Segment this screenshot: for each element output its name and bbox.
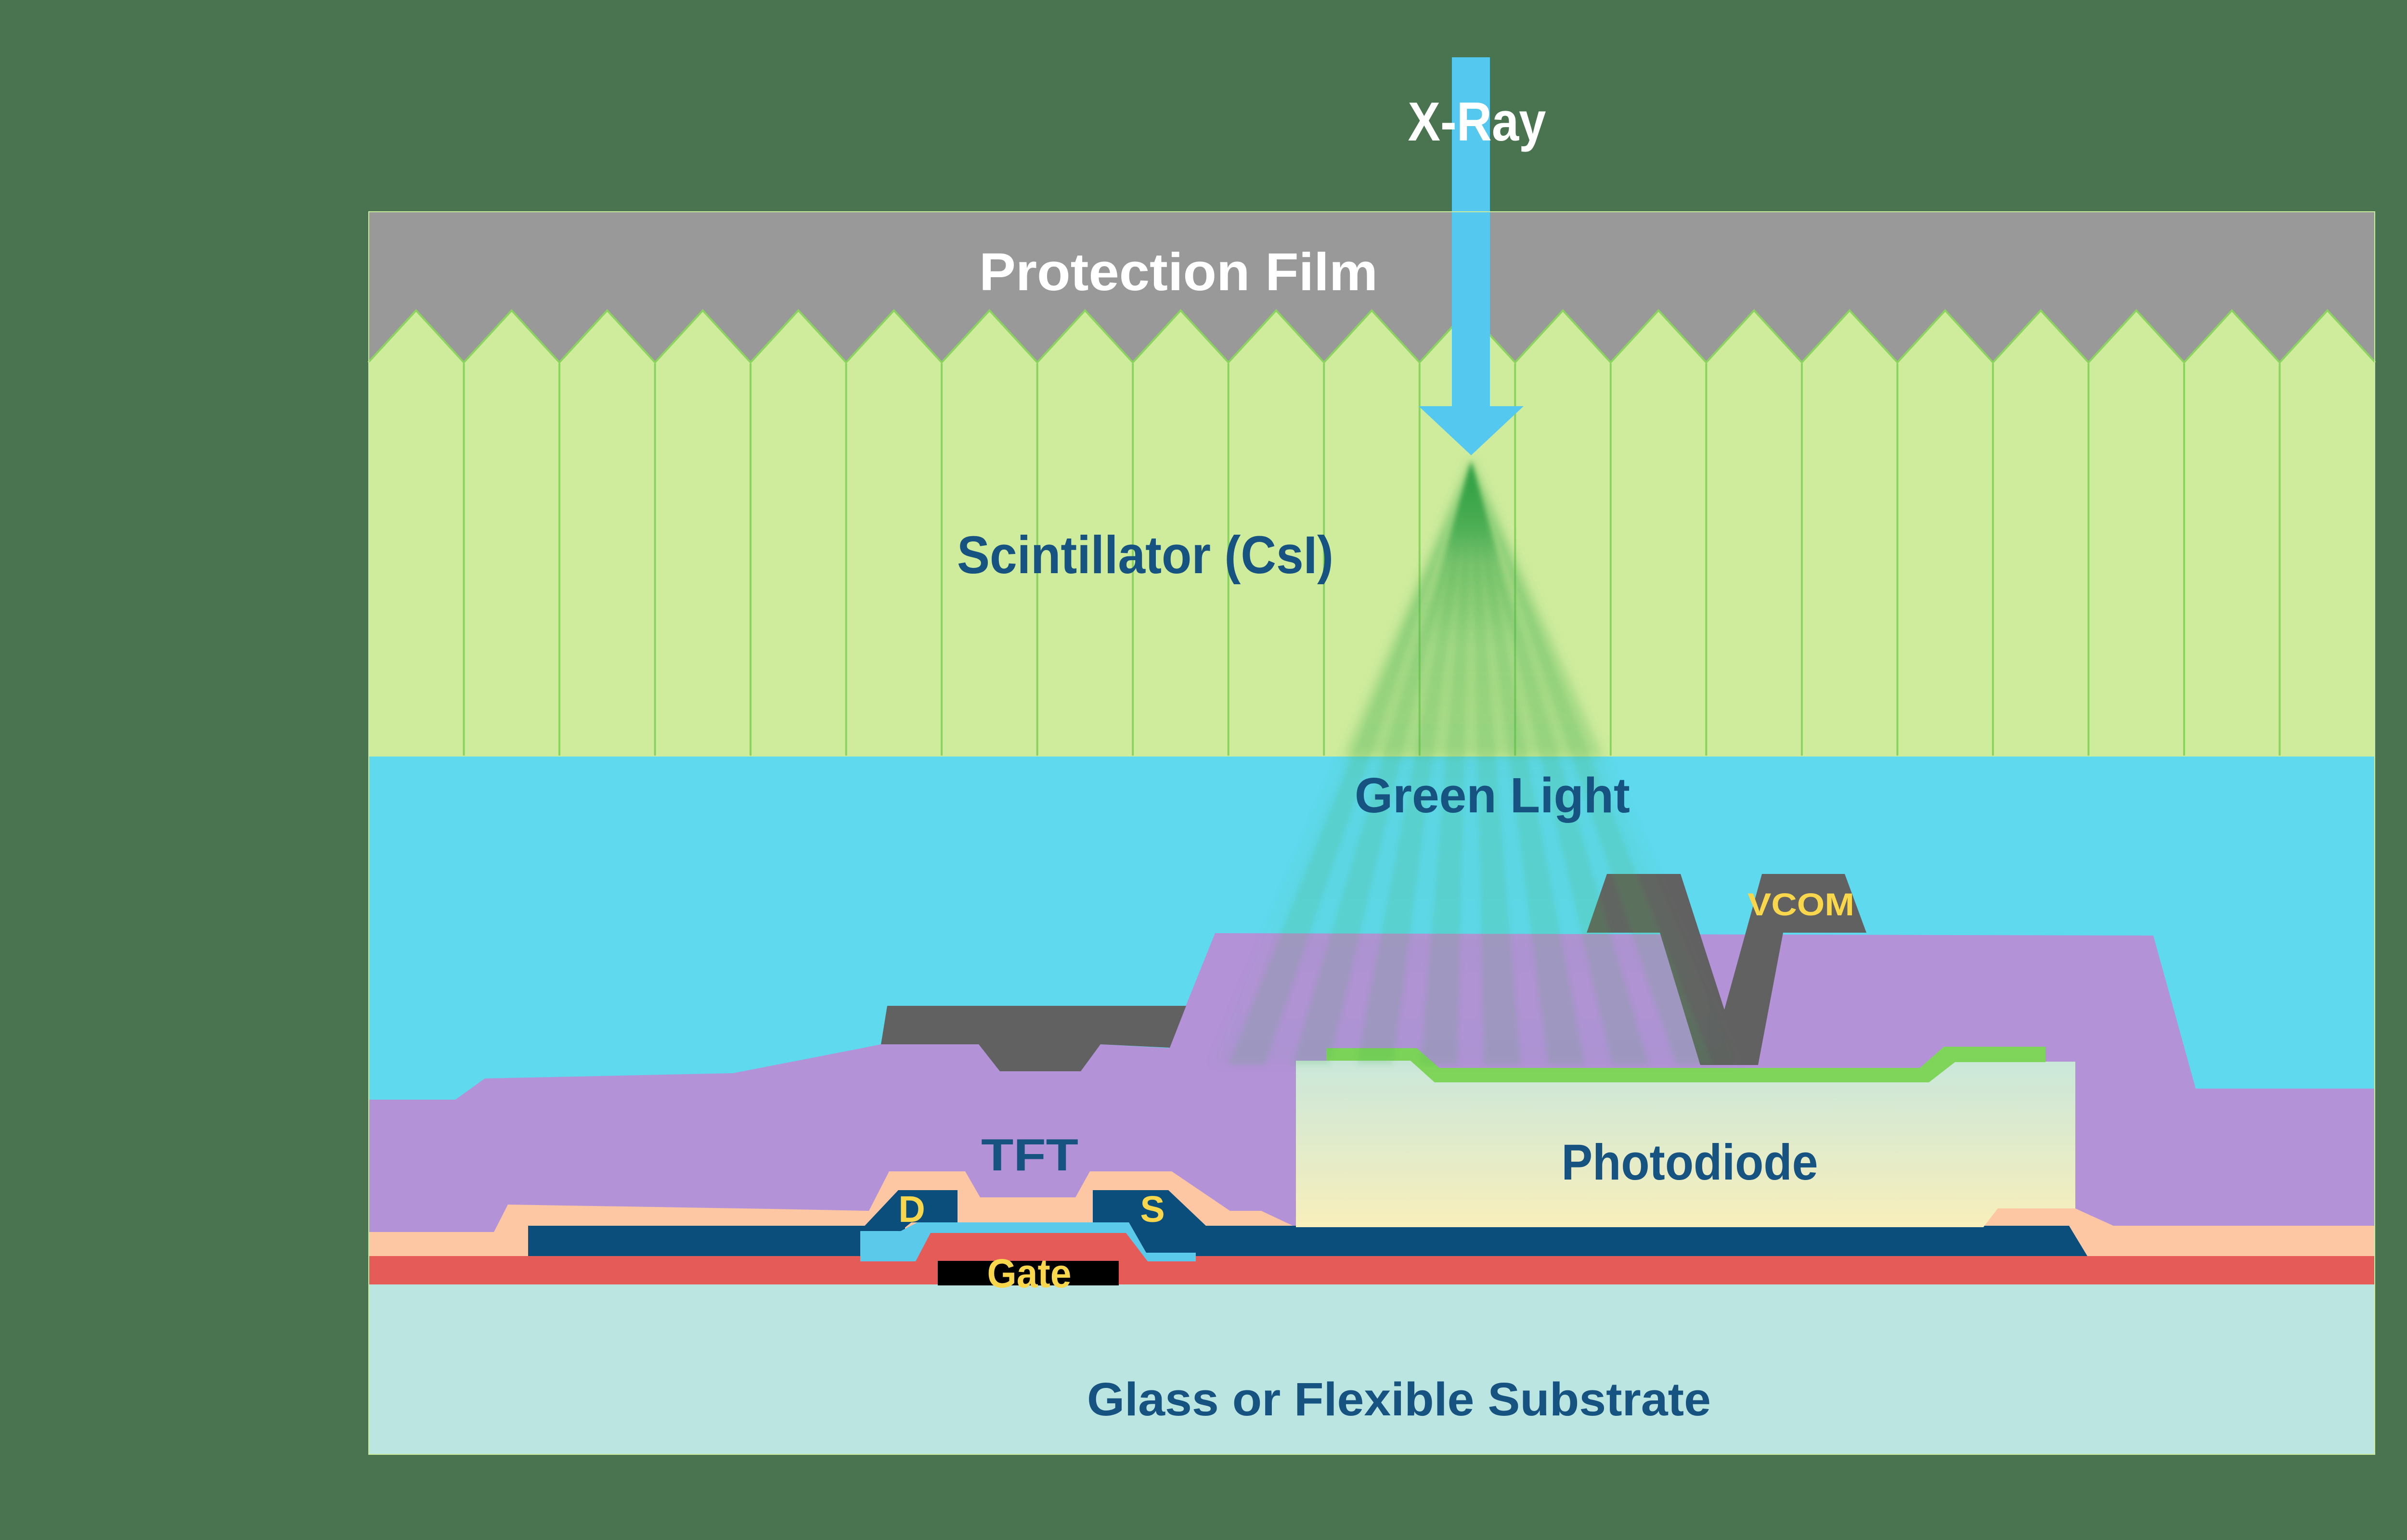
svg-text:Green Light: Green Light bbox=[1355, 768, 1630, 823]
svg-text:Glass or Flexible Substrate: Glass or Flexible Substrate bbox=[1087, 1373, 1711, 1425]
svg-text:X-Ray: X-Ray bbox=[1408, 91, 1546, 153]
svg-text:Gate: Gate bbox=[987, 1251, 1072, 1296]
svg-text:Scintillator (CsI): Scintillator (CsI) bbox=[957, 526, 1333, 585]
svg-text:TFT: TFT bbox=[981, 1129, 1078, 1180]
svg-text:Photodiode: Photodiode bbox=[1562, 1134, 1818, 1191]
svg-text:VCOM: VCOM bbox=[1747, 886, 1854, 922]
svg-text:D: D bbox=[898, 1189, 925, 1230]
svg-text:S: S bbox=[1140, 1189, 1165, 1230]
svg-text:Protection Film: Protection Film bbox=[979, 243, 1378, 302]
